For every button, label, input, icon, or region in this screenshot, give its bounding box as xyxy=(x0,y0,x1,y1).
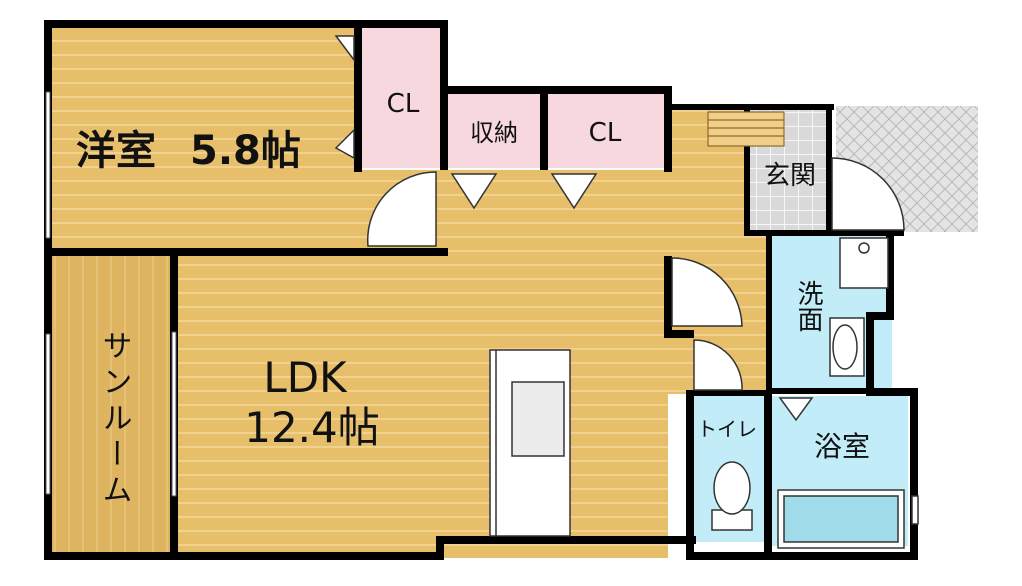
washing-machine-pan xyxy=(839,237,889,289)
toilet-label: トイレ xyxy=(697,417,757,441)
sunroom-label: サンルーム xyxy=(97,330,132,510)
washroom-label: 洗面 xyxy=(793,280,823,332)
closet-b-label: CL xyxy=(589,118,622,148)
windows xyxy=(45,91,177,497)
bathroom-label: 浴室 xyxy=(814,430,870,463)
storage-label: 収納 xyxy=(470,119,518,147)
sunroom-floor xyxy=(52,256,176,556)
kitchen-counter xyxy=(489,349,571,537)
entrance-label: 玄関 xyxy=(764,161,816,191)
bathtub xyxy=(777,489,919,549)
western-room-size: 5.8帖 xyxy=(190,128,301,174)
ldk-label: LDK xyxy=(263,353,348,402)
toilet-bowl xyxy=(711,461,753,531)
doors xyxy=(366,157,905,391)
closet-a-label: CL xyxy=(387,89,420,119)
washbasin xyxy=(829,317,865,377)
entrance-step xyxy=(707,111,785,147)
closet-b-floor xyxy=(547,92,664,168)
closet-a-floor xyxy=(360,26,445,168)
ldk-size: 12.4帖 xyxy=(244,403,380,452)
western-room-label: 洋室 xyxy=(76,128,156,174)
storage-floor xyxy=(445,92,545,168)
fold-door-marks xyxy=(334,35,814,422)
